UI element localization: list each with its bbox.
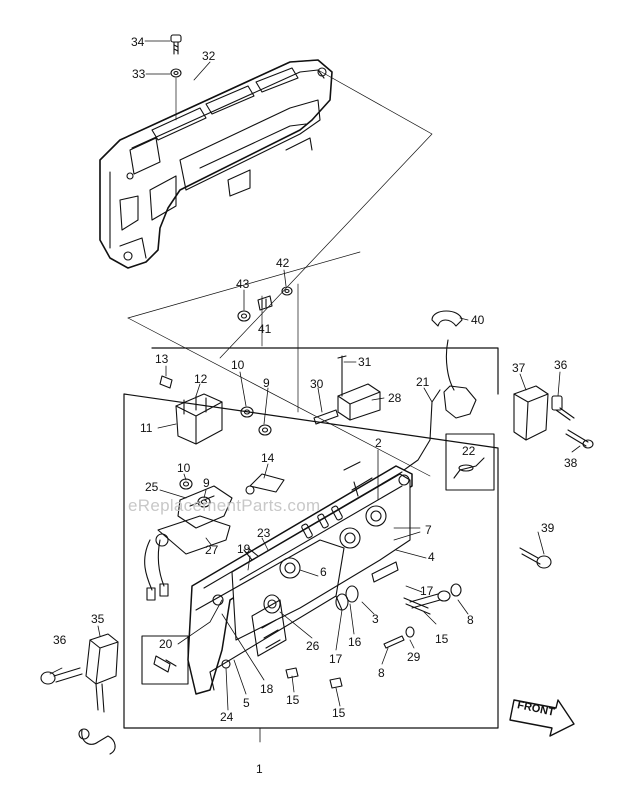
bolt-39	[519, 547, 552, 569]
callout-38: 38	[564, 456, 578, 470]
callout-31: 31	[358, 355, 372, 369]
callout-28: 28	[388, 391, 402, 405]
knobs	[263, 585, 359, 614]
callout-15-right: 15	[435, 632, 449, 646]
callout-14: 14	[261, 451, 275, 465]
callout-4: 4	[428, 550, 435, 564]
bolts-8-15-17	[285, 561, 462, 689]
callout-40: 40	[471, 313, 485, 327]
callout-3: 3	[372, 612, 379, 626]
callout-12: 12	[194, 372, 208, 386]
callout-34: 34	[131, 35, 145, 49]
parts-41-43	[237, 286, 293, 322]
callout-13: 13	[155, 352, 169, 366]
callout-8-right: 8	[467, 613, 474, 627]
part-14	[245, 473, 285, 495]
callout-2: 2	[375, 436, 382, 450]
callout-20: 20	[159, 637, 173, 651]
callout-36-left: 36	[53, 633, 67, 647]
parts-35-36-lower	[40, 633, 119, 755]
callout-43: 43	[236, 277, 250, 291]
callout-35: 35	[91, 612, 105, 626]
callout-21: 21	[416, 375, 430, 389]
callout-15-mid: 15	[286, 693, 300, 707]
callout-16: 16	[348, 635, 362, 649]
callout-37: 37	[512, 361, 526, 375]
part-27-wires	[144, 515, 259, 601]
callout-17-right: 17	[420, 584, 434, 598]
callout-29: 29	[407, 650, 421, 664]
callout-7: 7	[425, 523, 432, 537]
leader-lines	[49, 40, 581, 743]
callout-26: 26	[306, 639, 320, 653]
callout-41: 41	[258, 322, 272, 336]
callout-24: 24	[220, 710, 234, 724]
callout-22: 22	[462, 444, 476, 458]
box-22	[445, 433, 495, 491]
callout-27: 27	[205, 543, 219, 557]
callout-15-lower: 15	[332, 706, 346, 720]
front-arrow	[509, 699, 575, 737]
callout-25: 25	[145, 480, 159, 494]
nut-33	[170, 68, 182, 121]
parts-36-37-38	[513, 385, 594, 449]
component-11-12	[159, 375, 223, 445]
callout-9-upper: 9	[263, 376, 270, 390]
callout-32: 32	[202, 49, 216, 63]
callout-10-upper: 10	[231, 358, 245, 372]
callout-6: 6	[320, 565, 327, 579]
callout-23: 23	[257, 526, 271, 540]
callout-42: 42	[276, 256, 290, 270]
parts-28-30-31	[313, 355, 381, 425]
control-box-cover	[99, 59, 333, 269]
callout-36-right: 36	[554, 358, 568, 372]
callout-30: 30	[310, 377, 324, 391]
callout-9-lower: 9	[203, 476, 210, 490]
callout-17-lower: 17	[329, 652, 343, 666]
harness-21	[403, 339, 477, 471]
wire-clip-40	[431, 310, 463, 327]
assembly-frame	[123, 347, 499, 729]
callout-1: 1	[256, 762, 263, 776]
callout-11: 11	[140, 421, 153, 435]
watermark-text: eReplacementParts.com	[128, 496, 321, 515]
box-20	[141, 635, 189, 685]
callout-18: 18	[260, 682, 274, 696]
bolt-34	[170, 34, 182, 55]
callout-39: 39	[541, 521, 555, 535]
callout-5: 5	[243, 696, 250, 710]
callout-8-lower: 8	[378, 666, 385, 680]
callout-10-lower: 10	[177, 461, 191, 475]
callout-33: 33	[132, 67, 146, 81]
callout-19: 19	[237, 542, 251, 556]
washers-9-10-upper	[240, 406, 272, 436]
